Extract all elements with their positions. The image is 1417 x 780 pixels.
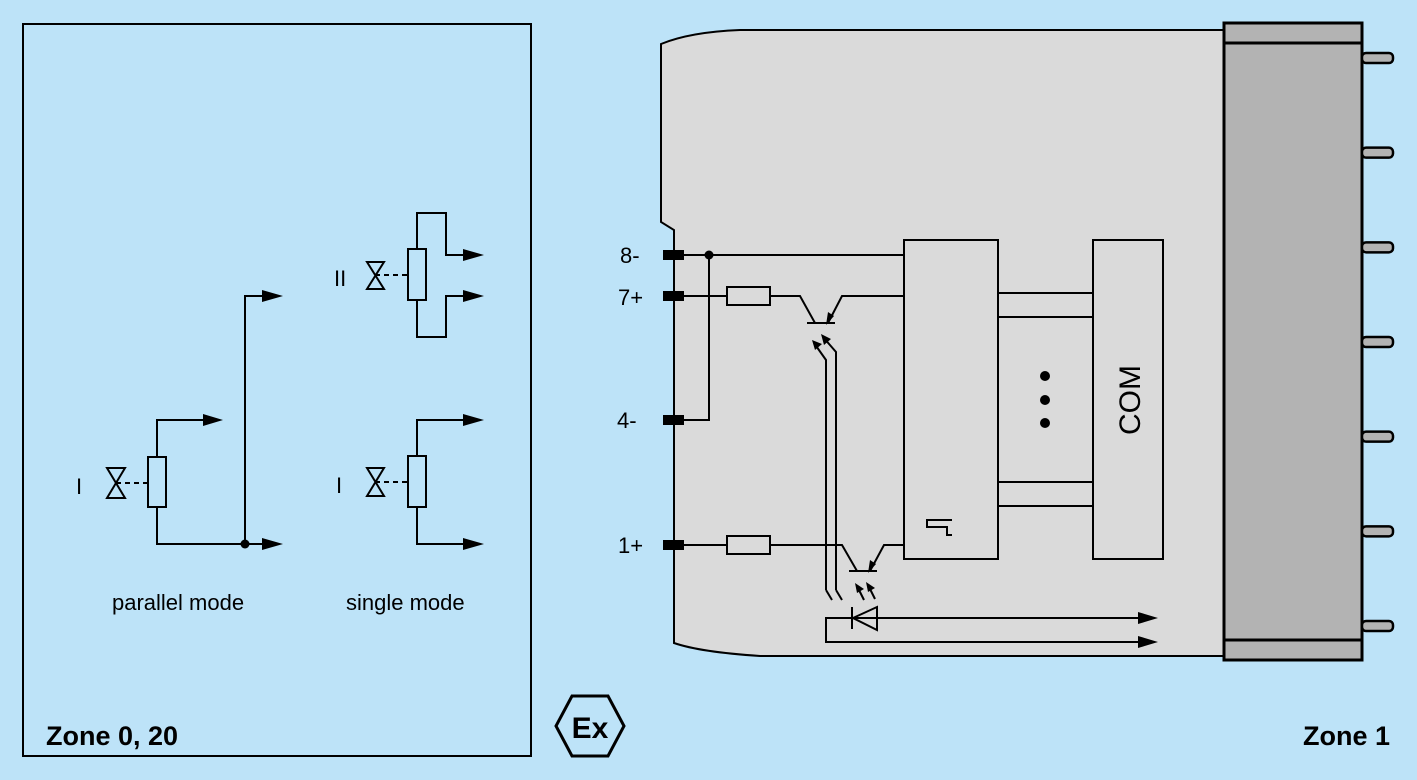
wire bbox=[156, 419, 205, 457]
sensor-label: I bbox=[76, 474, 82, 499]
arrow-icon bbox=[1138, 612, 1158, 624]
sensor-valve-icon bbox=[105, 467, 148, 499]
hazardous-zone-panel: I parallel mode II bbox=[22, 23, 532, 757]
hazardous-zone-frame bbox=[22, 23, 532, 757]
terminal-pad bbox=[663, 415, 684, 425]
wire bbox=[244, 295, 263, 544]
sensor-valve-icon bbox=[365, 467, 408, 497]
wire bbox=[416, 212, 464, 256]
connector-pin bbox=[1360, 241, 1395, 254]
pulse-symbol-icon bbox=[926, 519, 952, 536]
single-mode-label: single mode bbox=[346, 590, 465, 615]
isolator-housing: 8- 7+ 4- 1+ bbox=[617, 21, 1395, 662]
terminal-label: 4- bbox=[617, 408, 637, 433]
terminal-4: 4- bbox=[617, 408, 684, 433]
sensor-label: I bbox=[336, 473, 342, 498]
junction-dot bbox=[704, 250, 714, 260]
terminal-label: 8- bbox=[620, 243, 640, 268]
terminal-1: 1+ bbox=[618, 533, 684, 558]
com-block bbox=[1092, 239, 1164, 560]
wire bbox=[156, 507, 263, 545]
arrow-icon bbox=[203, 414, 223, 426]
wire bbox=[825, 617, 1140, 643]
junction-dot bbox=[240, 539, 250, 549]
arrow-icon bbox=[262, 538, 283, 550]
ex-mark-icon: Ex bbox=[554, 694, 626, 758]
terminal-8: 8- bbox=[620, 243, 684, 268]
arrow-icon bbox=[463, 538, 484, 550]
safe-zone-label: Zone 1 bbox=[1303, 721, 1390, 751]
sensor-label: II bbox=[334, 266, 346, 291]
com-label: COM bbox=[1114, 365, 1147, 435]
ex-mark-text: Ex bbox=[572, 712, 609, 745]
arrow-icon bbox=[1138, 636, 1158, 648]
terminal-label: 7+ bbox=[618, 285, 643, 310]
arrow-icon bbox=[262, 290, 283, 302]
connector-pin bbox=[1360, 146, 1395, 159]
connector-pin bbox=[1360, 51, 1395, 65]
arrow-icon bbox=[463, 414, 484, 426]
connector-pin bbox=[1360, 430, 1395, 443]
wire bbox=[416, 295, 464, 338]
terminal-pad bbox=[663, 540, 684, 550]
pulse-processing-block bbox=[903, 239, 999, 560]
arrow-icon bbox=[463, 290, 484, 302]
terminal-pad bbox=[663, 250, 684, 260]
single-mode-circuit: II I single mode bbox=[334, 212, 484, 615]
bus-connector bbox=[1222, 21, 1395, 662]
terminal-7: 7+ bbox=[618, 285, 684, 310]
connector-pin bbox=[1360, 619, 1395, 633]
connector-body bbox=[1222, 21, 1364, 662]
wire bbox=[684, 255, 710, 421]
connector-pin bbox=[1360, 525, 1395, 538]
ellipsis-icon bbox=[1040, 371, 1050, 428]
terminal-pad bbox=[663, 291, 684, 301]
parallel-mode-circuit: I parallel mode bbox=[76, 290, 283, 615]
terminal-label: 1+ bbox=[618, 533, 643, 558]
phototransistor-icon bbox=[770, 295, 904, 590]
arrow-icon bbox=[463, 249, 484, 261]
parallel-mode-label: parallel mode bbox=[112, 590, 244, 615]
phototransistor-icon bbox=[770, 544, 904, 601]
sensor-valve-icon bbox=[365, 261, 408, 290]
housing-body bbox=[660, 29, 1226, 657]
connector-pin bbox=[1360, 335, 1395, 349]
hazardous-zone-label: Zone 0, 20 bbox=[46, 721, 178, 751]
wire bbox=[416, 419, 464, 456]
wire bbox=[416, 507, 464, 545]
